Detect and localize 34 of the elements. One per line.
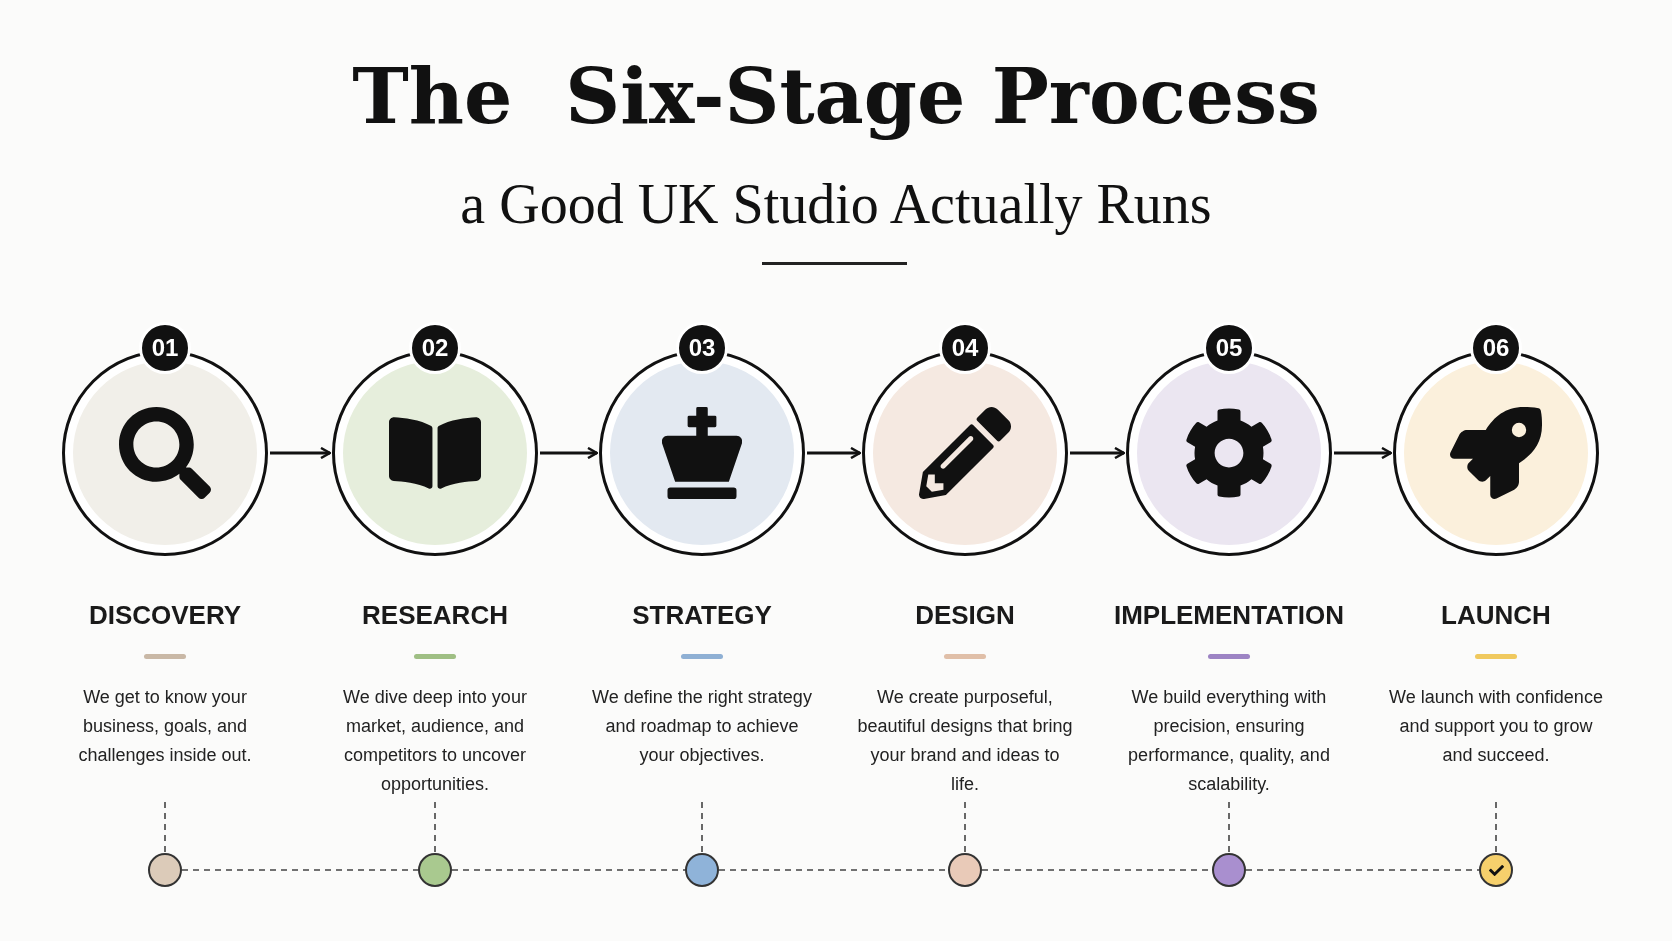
stage-description: We dive deep into your market, audience, and competitors to uncover opportunities.	[342, 686, 528, 796]
dashed-connector	[1228, 801, 1230, 854]
step-number-badge: 03	[676, 322, 728, 374]
dashed-connector	[451, 869, 686, 871]
stage-title: STRATEGY	[631, 599, 773, 632]
subtitle: a Good UK Studio Actually Runs	[459, 172, 1213, 236]
stage-description: We define the right strategy and roadmap to achieve your objectives.	[592, 686, 812, 767]
stage-description: We get to know your business, goals, and challenges inside out.	[77, 686, 253, 767]
arrow	[540, 446, 599, 460]
step-number-badge: 02	[409, 322, 461, 374]
arrow	[1070, 446, 1126, 460]
stage-description: We create purposeful, beautiful designs that bring your brand and ideas to life.	[856, 686, 1074, 796]
step-number-badge: 06	[1470, 322, 1522, 374]
step-number-badge: 05	[1203, 322, 1255, 374]
dashed-connector	[434, 801, 436, 854]
title: The Six-Stage Process	[351, 52, 1321, 142]
dashed-connector	[1495, 801, 1497, 854]
dashed-connector	[1245, 869, 1480, 871]
arrow	[807, 446, 862, 460]
dashed-connector	[964, 801, 966, 854]
stage-title: LAUNCH	[1440, 599, 1552, 632]
stage-title: RESEARCH	[361, 599, 509, 632]
stage-description: We launch with confidence and support you to grow and succeed.	[1388, 686, 1604, 767]
dashed-connector	[164, 801, 166, 854]
step-number-badge: 04	[939, 322, 991, 374]
stage-title: DISCOVERY	[87, 599, 243, 632]
dashed-connector	[701, 801, 703, 854]
stage-description: We build everything with precision, ensuring performance, quality, and scalability.	[1127, 686, 1331, 796]
arrow	[1334, 446, 1393, 460]
step-number-badge: 01	[139, 322, 191, 374]
arrow	[270, 446, 332, 460]
stage-title: DESIGN	[914, 599, 1016, 632]
stage-title: IMPLEMENTATION	[1112, 599, 1346, 632]
dashed-connector	[181, 869, 419, 871]
